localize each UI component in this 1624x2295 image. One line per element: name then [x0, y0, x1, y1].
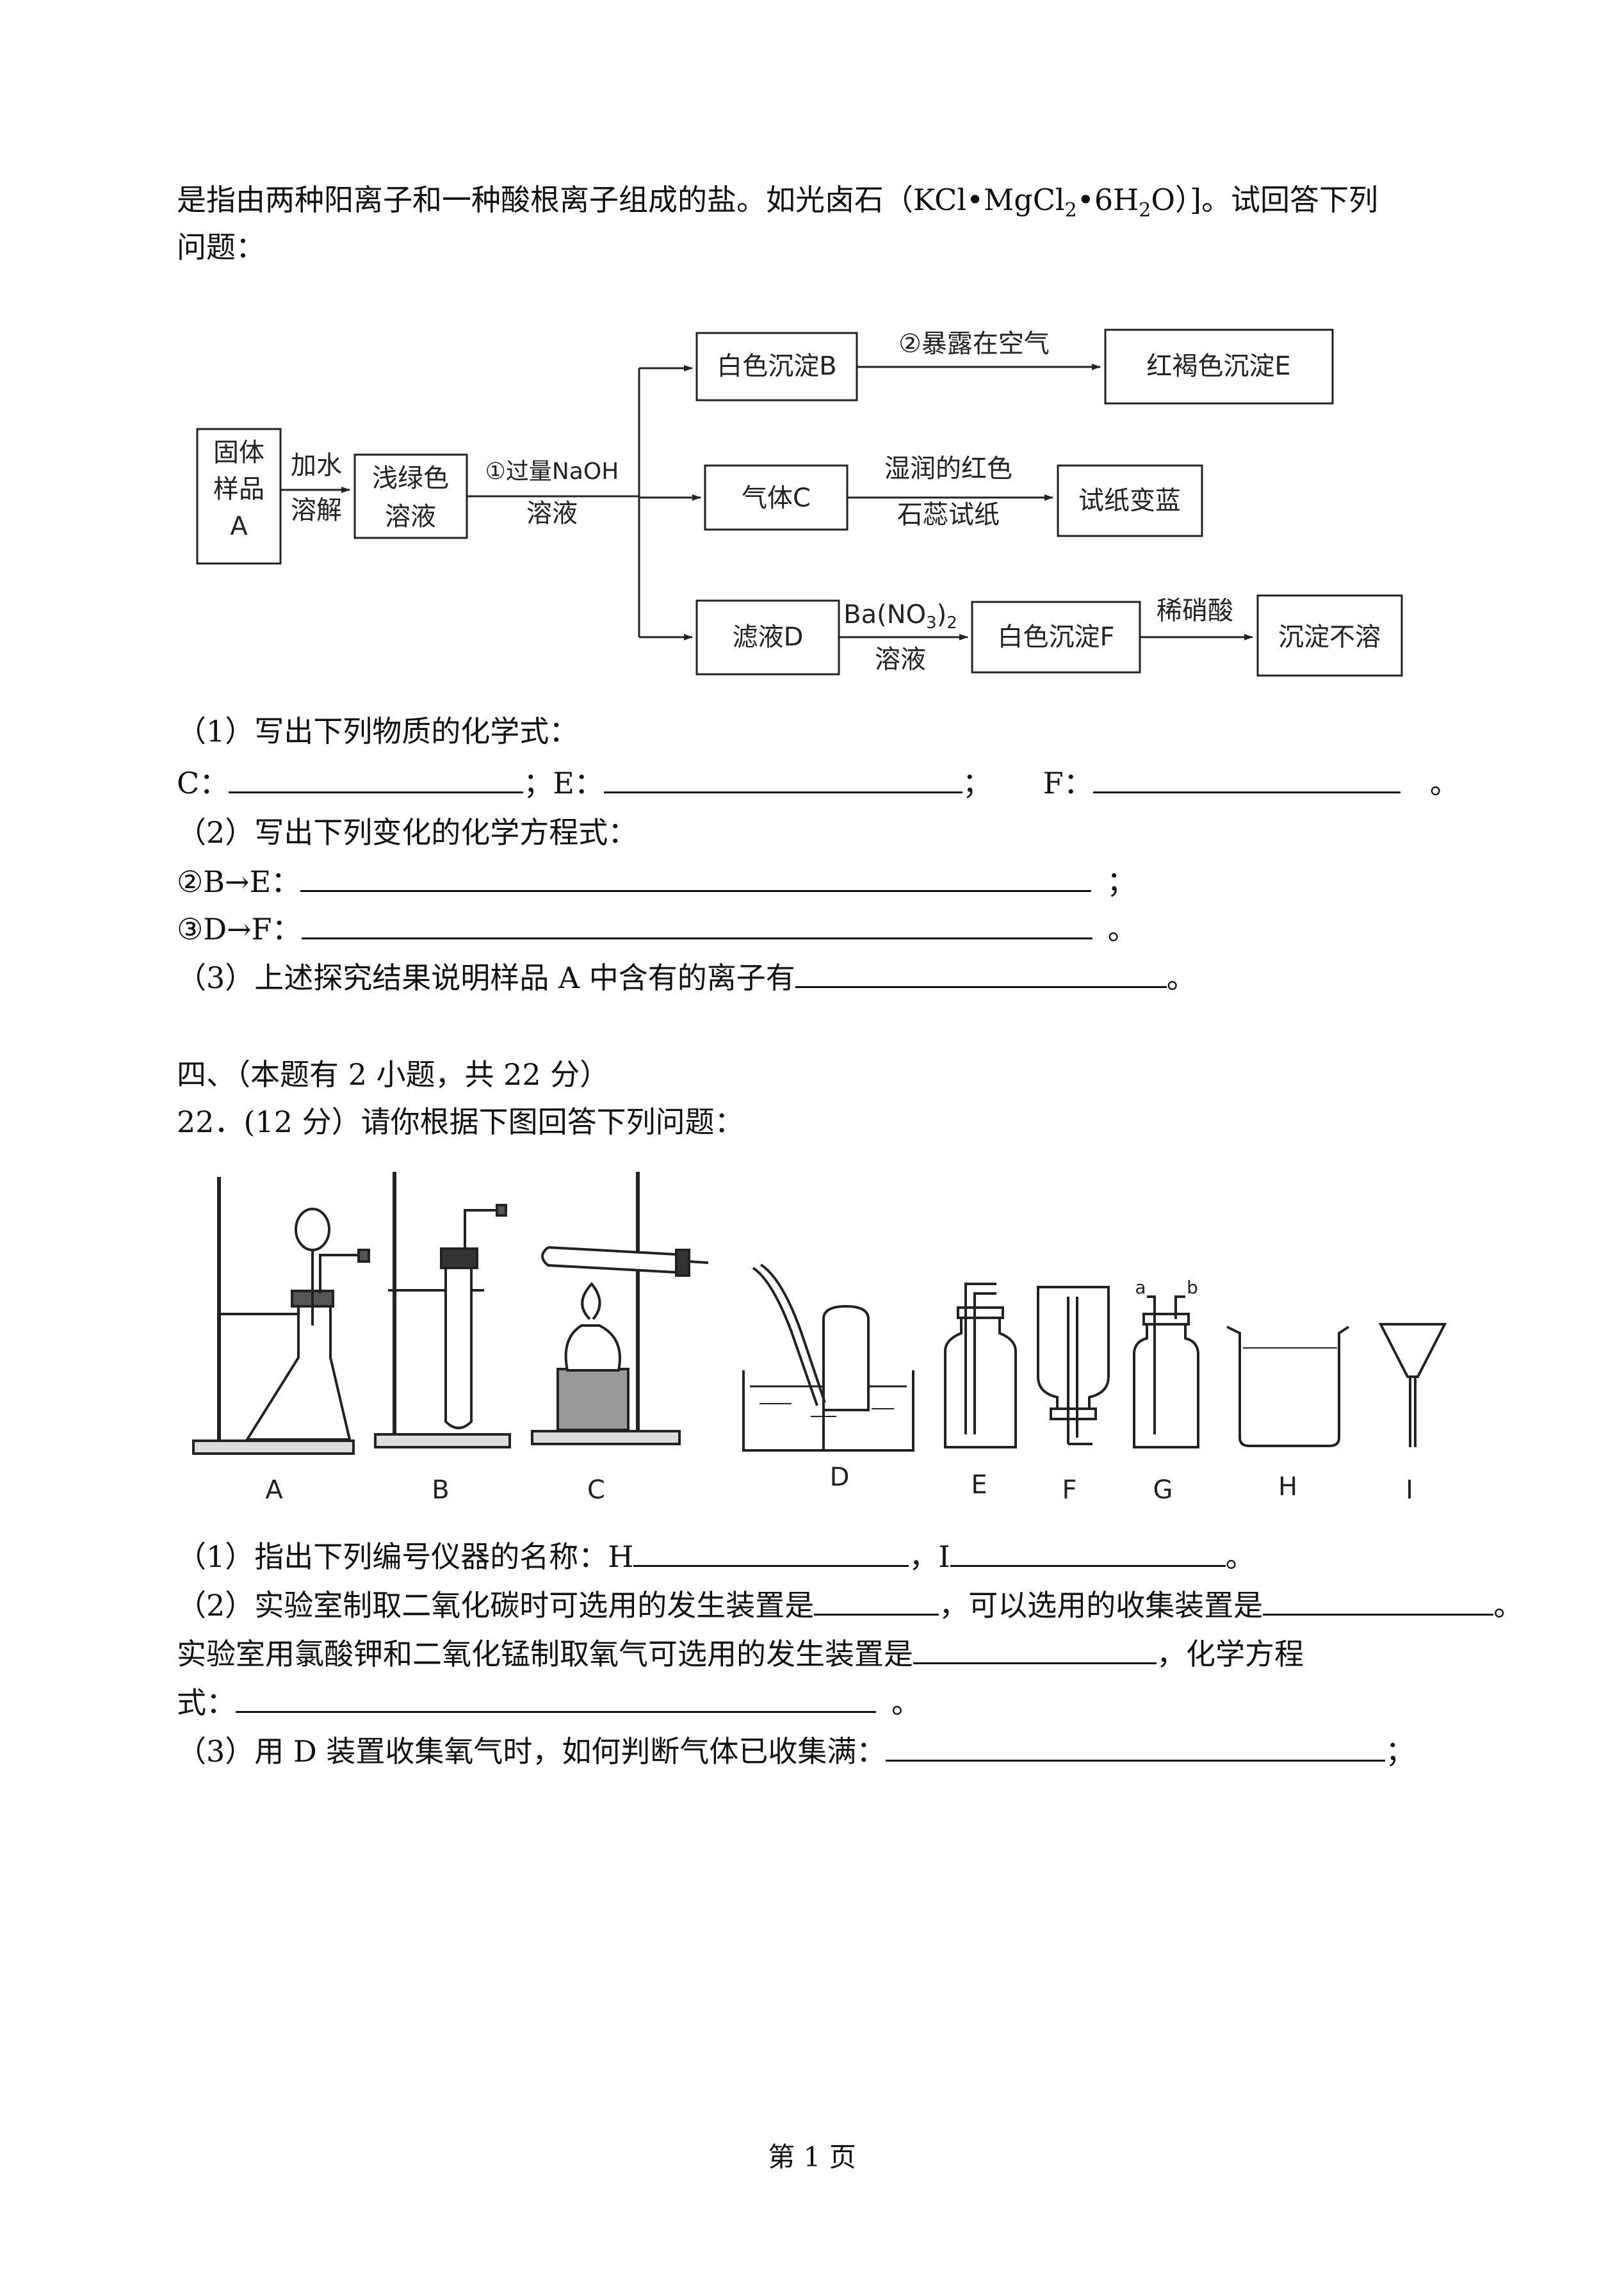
apparatus-a [192, 1177, 370, 1455]
label-g: G [1153, 1475, 1173, 1505]
filtrate-d-label: 滤液D [733, 622, 804, 652]
step1-label-1: 加水 [291, 451, 342, 480]
q21-be-line: ②B→E：； [177, 862, 1136, 901]
solution-label-1: 浅绿色 [372, 464, 449, 493]
port-a-label: a [1135, 1277, 1146, 1298]
apparatus-figure: A B C D E F G H I a b [192, 1172, 1447, 1505]
step1-label-2: 溶解 [291, 496, 342, 525]
q21-df-line: ③D→F：。 [177, 909, 1137, 948]
sample-a-box [196, 428, 282, 565]
apparatus-i [1378, 1323, 1447, 1447]
answer-i-field[interactable] [950, 1537, 1226, 1567]
q21-part1: （1）写出下列物质的化学式： [177, 714, 579, 749]
label-i: I [1406, 1475, 1413, 1505]
ppt-b-label: 白色沉淀B [717, 352, 836, 381]
step2-label-1: ①过量NaOH [485, 458, 619, 485]
port-b-label: b [1187, 1277, 1198, 1298]
answer-ions-field[interactable] [795, 958, 1167, 988]
gas-c-label: 气体C [742, 483, 811, 513]
label-d: D [830, 1463, 850, 1492]
answer-full-check-field[interactable] [886, 1731, 1386, 1762]
apparatus-d [742, 1263, 914, 1452]
insoluble-label: 沉淀不溶 [1278, 622, 1381, 652]
q22-part2: （2）实验室制取二氧化碳时可选用的发生装置是，可以选用的收集装置是。 [177, 1585, 1523, 1625]
ppt-f-label: 白色沉淀F [997, 622, 1114, 652]
step4-label-1: 湿润的红色 [884, 454, 1012, 483]
sample-label-2: 样品 [213, 474, 264, 504]
apparatus-f [1037, 1286, 1110, 1445]
step2-label-2: 溶液 [526, 499, 578, 528]
answer-o2-generator-field[interactable] [913, 1634, 1157, 1664]
label-f: F [1062, 1475, 1076, 1505]
label-h: H [1278, 1472, 1297, 1502]
intro-line-2: 问题： [177, 230, 265, 264]
ppt-e-label: 红褐色沉淀E [1146, 352, 1290, 381]
apparatus-e [944, 1283, 1017, 1448]
step5-label-1: Ba(NO3)2 [843, 600, 957, 633]
q21-part3: （3）上述探究结果说明样品 A 中含有的离子有。 [177, 958, 1196, 997]
q22-title: 22．(12 分）请你根据下图回答下列问题： [177, 1105, 744, 1139]
step4-label-2: 石蕊试纸 [897, 500, 1000, 530]
section-4-title: 四、（本题有 2 小题，共 22 分） [177, 1057, 610, 1092]
intro-line-1: 是指由两种阳离子和一种酸根离子组成的盐。如光卤石（KCl•MgCl2•6H2O）… [177, 182, 1379, 222]
sample-label-3: A [230, 512, 248, 541]
answer-f-field[interactable] [1092, 763, 1401, 793]
apparatus-g [1133, 1295, 1199, 1448]
label-a: A [265, 1475, 283, 1505]
label-b: B [432, 1475, 449, 1505]
q22-part2-c: 式：。 [177, 1683, 921, 1722]
q21-part2: （2）写出下列变化的化学方程式： [177, 815, 638, 850]
label-e: E [971, 1470, 987, 1500]
answer-co2-collector-field[interactable] [1263, 1585, 1494, 1616]
answer-equation-field[interactable] [236, 1683, 876, 1713]
solution-label-2: 溶液 [385, 502, 436, 531]
answer-be-field[interactable] [300, 862, 1092, 892]
flow-chart: 固体 样品 A 加水 溶解 浅绿色 溶液 ①过量NaOH 溶液 白色沉淀B ②暴… [196, 328, 1403, 677]
q22-part1: （1）指出下列编号仪器的名称：H，I。 [177, 1537, 1255, 1576]
page-footer: 第 1 页 [768, 2141, 856, 2173]
apparatus-c [531, 1172, 709, 1445]
paper-box [1057, 464, 1203, 537]
step5-label-2: 溶液 [875, 645, 926, 674]
ppt-e-box [1104, 328, 1334, 405]
answer-e-field[interactable] [603, 763, 962, 793]
q22-part3: （3）用 D 装置收集氧气时，如何判断气体已收集满：； [177, 1731, 1415, 1771]
answer-co2-generator-field[interactable] [814, 1585, 939, 1616]
apparatus-b [374, 1172, 511, 1448]
answer-c-field[interactable] [229, 763, 524, 793]
paper-blue-label: 试纸变蓝 [1078, 486, 1181, 515]
q21-formula-line: C：；E：；F：。 [177, 763, 1459, 802]
step6-label: 稀硝酸 [1157, 596, 1233, 626]
answer-h-field[interactable] [633, 1537, 909, 1567]
q22-part2-b: 实验室用氯酸钾和二氧化锰制取氧气可选用的发生装置是，化学方程 [177, 1634, 1304, 1673]
apparatus-h [1226, 1326, 1350, 1447]
answer-df-field[interactable] [301, 909, 1092, 939]
sample-label-1: 固体 [213, 438, 264, 467]
label-c: C [587, 1475, 605, 1505]
step3-label: ②暴露在空气 [898, 329, 1050, 359]
insoluble-box [1256, 594, 1403, 677]
